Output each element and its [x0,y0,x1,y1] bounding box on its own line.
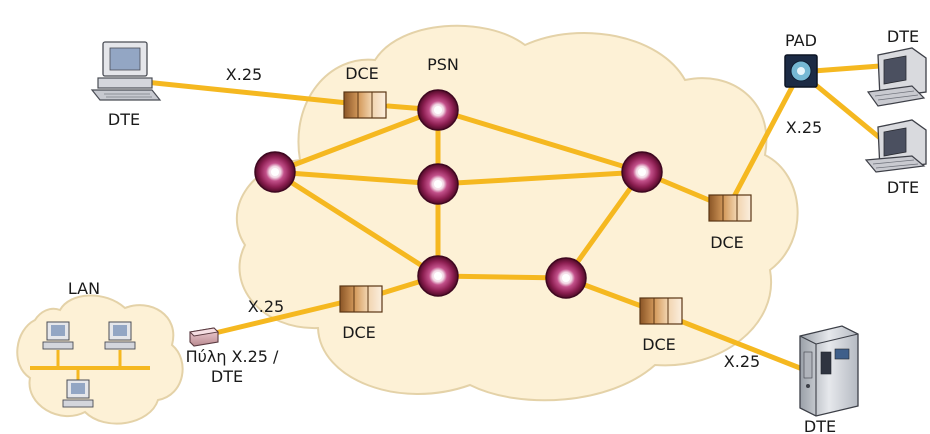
label-x25-bottom-right: X.25 [724,352,760,371]
label-gateway-line2: DTE [211,367,243,386]
label-pad: PAD [785,31,817,50]
label-gateway-line1: Πύλη X.25 / [186,347,279,366]
dce-unit-bottom-right [639,297,683,325]
pad-device [784,54,818,88]
dte-server-cabinet [799,325,859,417]
label-dte-top-right-lower: DTE [887,178,919,197]
link-dce-pad [725,69,803,211]
link-center-right [435,169,645,187]
link-left-center [272,169,441,187]
lan-pc-2 [104,321,136,350]
label-dce-top: DCE [345,64,379,83]
psn-nodes [254,89,663,299]
psn-node-bottom-right [545,257,587,299]
label-psn: PSN [427,55,459,74]
psn-node-center [417,163,459,205]
label-dte-top-left: DTE [108,110,140,129]
dte-pc-top-left [90,41,162,101]
psn-node-right [621,151,663,193]
label-lan: LAN [68,279,100,298]
label-dce-bottom-left: DCE [342,323,376,342]
link-psn-right [435,107,645,175]
label-dce-bottom-right: DCE [642,335,676,354]
lan-pc-1 [42,321,74,350]
label-x25-top: X.25 [226,65,262,84]
label-dte-top-right-upper: DTE [887,27,919,46]
link-dce-dte-server [657,310,808,373]
psn-node-bottom [417,255,459,297]
link-dce-left-gateway [212,300,343,336]
dce-unit-right [708,194,752,222]
link-left-bottom [272,169,441,279]
psn-node-top [417,89,459,131]
psn-node-left [254,151,296,193]
lan-cloud [16,294,184,425]
lan-pc-3 [62,379,94,408]
lan-segment [30,321,150,408]
label-x25-right: X.25 [786,118,822,137]
dce-unit-bottom-left [339,285,383,313]
link-bottom-bottomright [435,273,569,281]
label-dte-bottom-right: DTE [804,417,836,434]
link-right-bottomright [563,169,645,281]
dte-terminal-lower [864,119,927,173]
dce-unit-top [343,91,387,119]
labels: DTE X.25 DCE PSN PAD DTE DTE X.25 DCE LA… [68,27,919,434]
gateway-device [189,327,219,347]
label-x25-bottom-left: X.25 [248,297,284,316]
dte-terminal-upper [866,47,927,107]
link-psn-left [272,107,441,175]
label-dce-right: DCE [710,233,744,252]
link-dte-dce-top [142,79,351,106]
